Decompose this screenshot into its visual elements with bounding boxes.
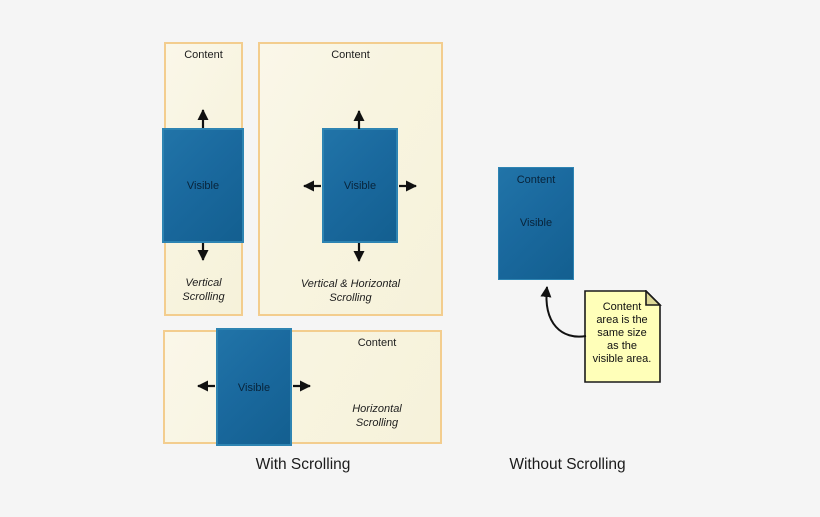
- content-box-horizontal: Content Horizontal Scrolling: [163, 330, 442, 444]
- content-label: Content: [516, 174, 556, 186]
- caption-line: Scrolling: [355, 417, 399, 429]
- note-text: Content area is the same size as the vis…: [585, 301, 659, 366]
- content-label: Content: [331, 49, 370, 61]
- note-line: area is the: [596, 314, 648, 326]
- content-visible-box-no-scroll: Content Visible: [498, 167, 574, 280]
- note-line: visible area.: [592, 353, 652, 365]
- caption-vertical-horizontal-scrolling: Vertical & Horizontal Scrolling: [260, 277, 441, 305]
- caption-line: Horizontal: [352, 403, 402, 415]
- caption-line: Scrolling: [182, 291, 225, 303]
- visible-label: Visible: [237, 382, 271, 394]
- visible-box-horizontal: Visible: [216, 328, 292, 446]
- note-line: Content: [602, 301, 642, 313]
- caption-line: Scrolling: [329, 292, 372, 304]
- note-pointer-arrow-icon: [540, 286, 587, 338]
- caption-horizontal-scrolling: Horizontal Scrolling: [317, 402, 437, 430]
- visible-label: Visible: [186, 180, 220, 192]
- caption-line: Vertical: [185, 277, 222, 289]
- visible-box-vertical: Visible: [162, 128, 244, 243]
- title-without-scrolling: Without Scrolling: [509, 456, 626, 473]
- caption-vertical-scrolling: Vertical Scrolling: [166, 276, 241, 304]
- visible-label: Visible: [343, 180, 377, 192]
- title-with-scrolling: With Scrolling: [255, 456, 351, 473]
- visible-box-vertical-horizontal: Visible: [322, 128, 398, 243]
- content-label: Content: [184, 49, 223, 61]
- visible-label: Visible: [519, 217, 553, 229]
- note-line: same size: [597, 327, 647, 339]
- note-line: as the: [607, 340, 637, 352]
- content-label: Content: [357, 337, 397, 349]
- caption-line: Vertical & Horizontal: [300, 278, 401, 290]
